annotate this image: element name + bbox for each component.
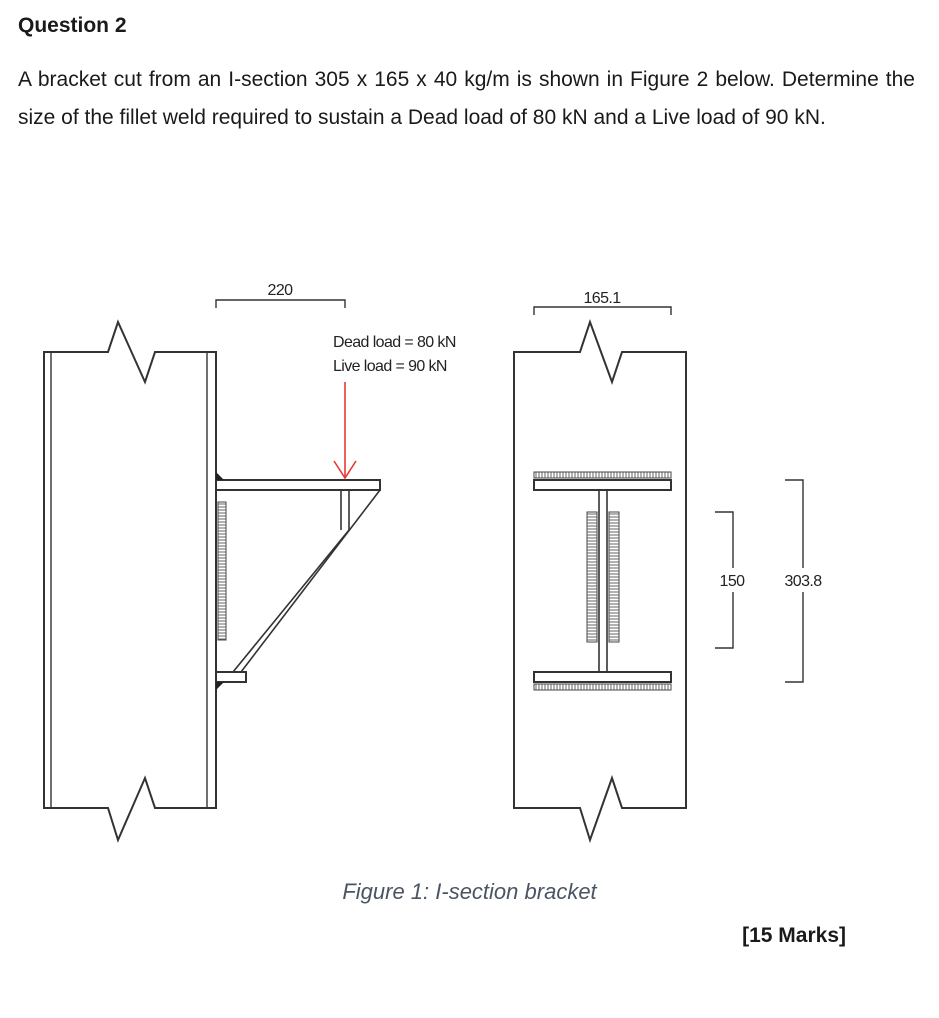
bracket: [215, 479, 381, 683]
figure-caption: Figure 1: I-section bracket: [342, 879, 597, 904]
marks-label: [15 Marks]: [742, 924, 846, 947]
question-title: Question 2: [18, 14, 127, 37]
dim-165-label: 165.1: [583, 290, 621, 307]
weld-marks: [216, 471, 672, 691]
dead-load-label: Dead load = 80 kN: [333, 334, 456, 351]
dim-303-label: 303.8: [784, 573, 822, 590]
question-text: A bracket cut from an I-section 305 x 16…: [18, 68, 915, 129]
column-end-view: [513, 318, 687, 844]
live-load-label: Live load = 90 kN: [333, 358, 447, 375]
dim-220-label: 220: [268, 282, 294, 299]
bracket-figure: 220 165.1 150 303.8 Dead load = 80 kN Li…: [43, 282, 823, 844]
load-arrow: [333, 382, 357, 480]
dimension-lines: [215, 299, 804, 683]
dim-150-label: 150: [720, 573, 746, 590]
column-side-view: [43, 319, 217, 843]
